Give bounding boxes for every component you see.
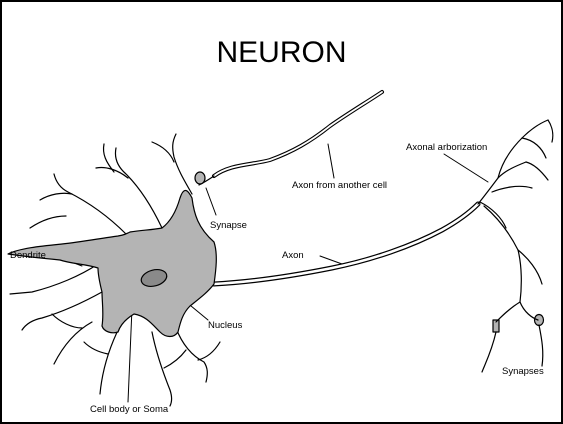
axonal-arborization-label: Axonal arborization — [406, 142, 487, 153]
synapses-label: Synapses — [502, 366, 544, 377]
axon-from-another-cell-label: Axon from another cell — [292, 180, 387, 191]
cell-body-label: Cell body or Soma — [90, 404, 169, 415]
axonal-arborization — [478, 120, 553, 372]
cell-body — [8, 190, 216, 336]
synapse-bulb — [535, 315, 544, 326]
axon-label: Axon — [282, 250, 304, 261]
nucleus-label: Nucleus — [208, 320, 243, 331]
incoming-axon — [199, 92, 382, 185]
axon-line — [214, 204, 478, 284]
synapse-bulb — [195, 172, 205, 184]
synapse-label: Synapse — [210, 220, 247, 231]
dendrite-label: Dendrite — [10, 250, 46, 261]
